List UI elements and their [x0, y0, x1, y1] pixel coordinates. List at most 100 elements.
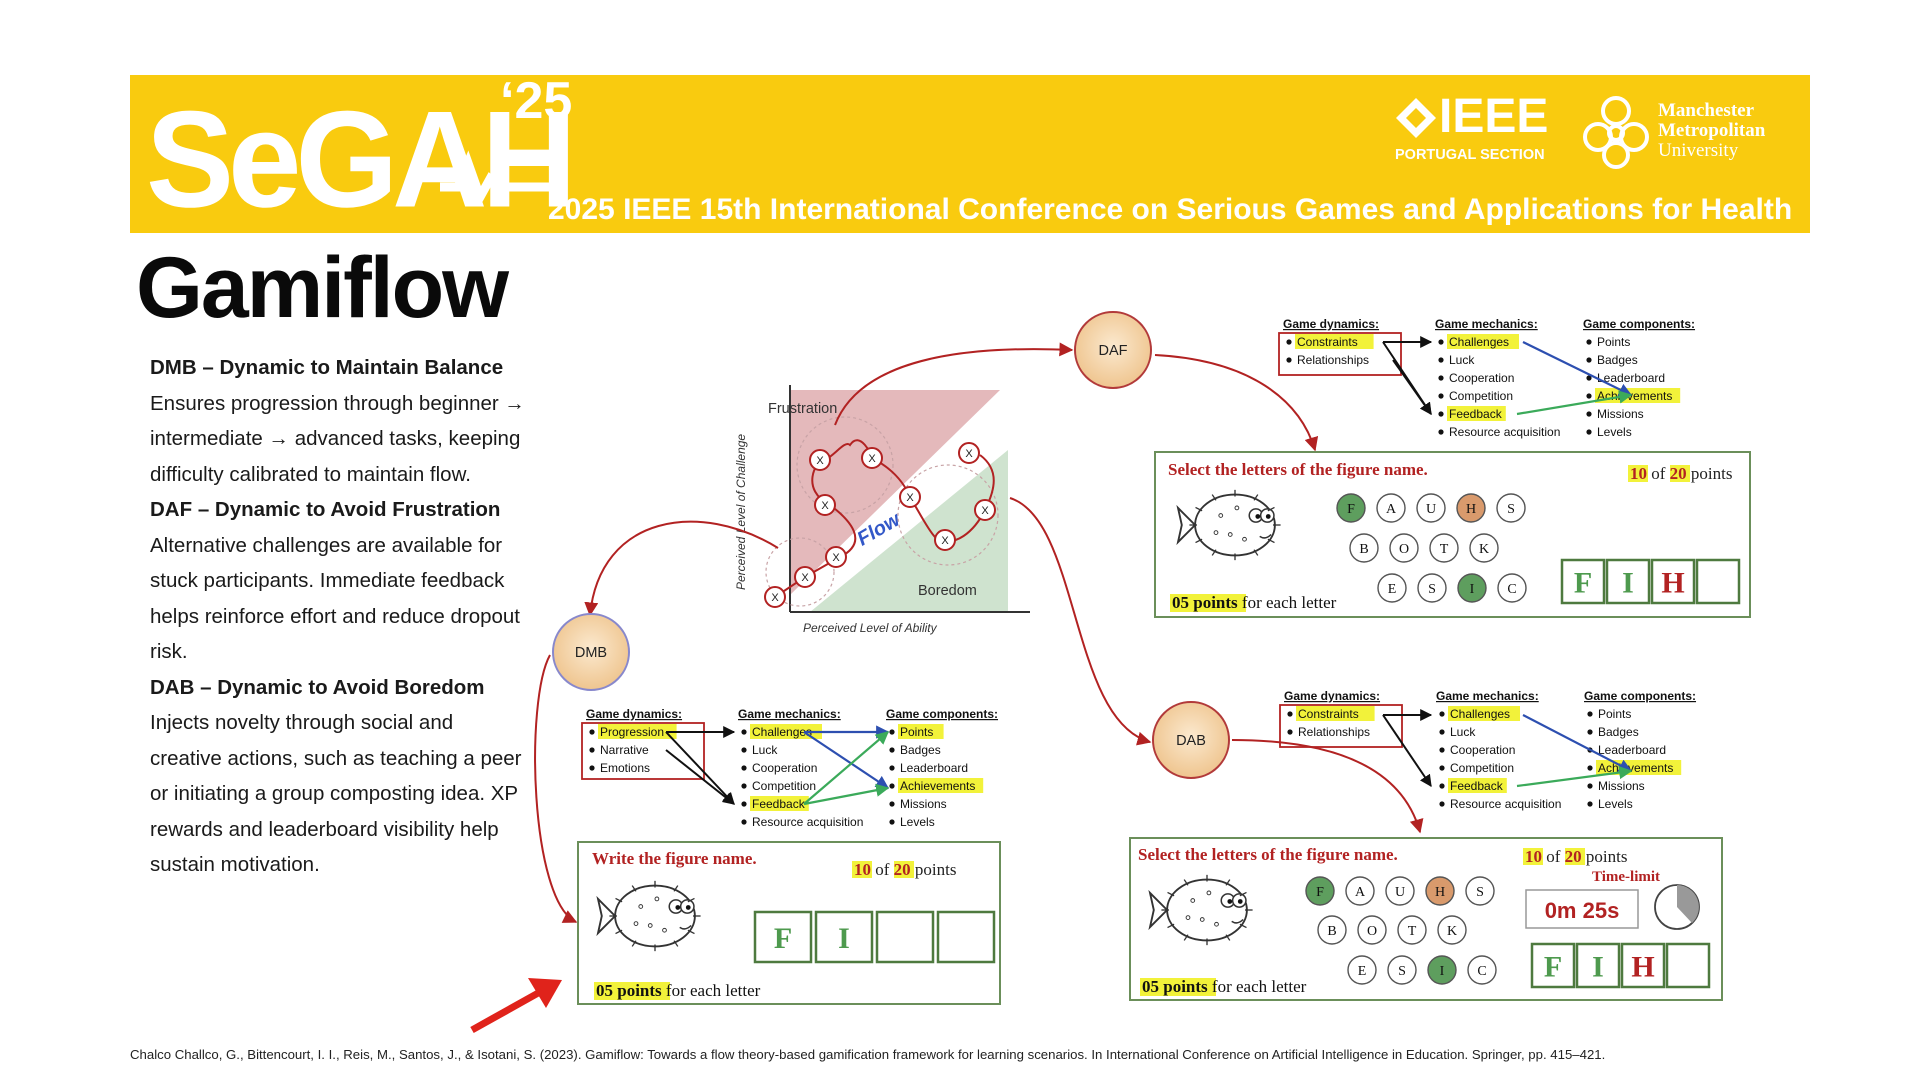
letter-option[interactable]: S — [1417, 573, 1447, 603]
answer-slot[interactable]: F — [753, 910, 813, 964]
svg-text:05 points for each letter: 05 points for each letter — [1172, 593, 1337, 612]
dmb-node: DMB — [552, 613, 630, 691]
letter-option[interactable]: A — [1345, 876, 1375, 906]
answer-slot[interactable]: I — [1605, 558, 1651, 605]
letter-option[interactable]: S — [1496, 493, 1526, 523]
svg-text:F: F — [774, 922, 792, 955]
dmb-node-label: DMB — [575, 645, 607, 661]
dynamics-item: Narrative — [600, 743, 649, 757]
svg-text:A: A — [1386, 502, 1397, 517]
answer-slot[interactable]: H — [1650, 558, 1696, 605]
answer-slot[interactable]: I — [814, 910, 874, 964]
letter-option[interactable]: F — [1305, 876, 1335, 906]
svg-text:O: O — [1367, 924, 1377, 939]
card-prompt: Select the letters of the figure name. — [1168, 460, 1428, 479]
letter-option[interactable]: U — [1416, 493, 1446, 523]
dmb-heading: DMB – Dynamic to Maintain Balance — [150, 356, 504, 379]
flow-x-marker: X — [958, 442, 980, 464]
letter-option[interactable]: K — [1469, 533, 1499, 563]
conference-banner: SeGAH ‘25 2025 IEEE 15th International C… — [130, 75, 1810, 233]
dynamics-header: Game dynamics: — [586, 707, 682, 721]
letter-option[interactable]: A — [1376, 493, 1406, 523]
answer-slot[interactable] — [1695, 558, 1741, 605]
letter-option[interactable]: I — [1457, 573, 1487, 603]
letter-option[interactable]: H — [1425, 876, 1455, 906]
mechanics-item: Challenges — [752, 725, 812, 739]
dynamics-header: Game dynamics: — [1284, 689, 1380, 703]
svg-text:F: F — [1316, 885, 1324, 900]
mechanics-item: Cooperation — [752, 761, 817, 775]
arrow-daf-to-card — [1154, 354, 1319, 452]
dynamics-item: Progression — [600, 725, 664, 739]
mechanics-item: Feedback — [752, 797, 806, 811]
svg-text:K: K — [1447, 924, 1457, 939]
letter-option[interactable]: H — [1456, 493, 1486, 523]
svg-text:A: A — [1355, 885, 1366, 900]
daf-body: Alternative challenges are available for… — [150, 533, 521, 664]
svg-text:H: H — [1631, 951, 1654, 984]
ieee-logo: IEEE PORTUGAL SECTION — [1395, 93, 1548, 164]
letter-option[interactable]: T — [1397, 915, 1427, 945]
svg-text:X: X — [771, 592, 779, 604]
answer-slot[interactable] — [1665, 942, 1711, 989]
flow-x-marker: X — [825, 546, 847, 568]
answer-slot[interactable]: F — [1560, 558, 1606, 605]
letter-option[interactable]: S — [1387, 955, 1417, 985]
framework-arrows — [665, 725, 890, 806]
svg-text:U: U — [1426, 502, 1436, 517]
arrow-dmb-to-card — [534, 654, 578, 923]
framework-arrows — [1382, 709, 1633, 788]
components-item: Levels — [1598, 797, 1633, 811]
components-item: Points — [900, 725, 933, 739]
components-item: Points — [1597, 335, 1630, 349]
answer-slot[interactable]: H — [1620, 942, 1666, 989]
letter-option[interactable]: O — [1357, 915, 1387, 945]
y-axis-label: Perceived Level of Challenge — [734, 434, 748, 590]
answer-slot[interactable] — [936, 910, 996, 964]
mechanics-header: Game mechanics: — [1436, 689, 1539, 703]
mmu-line-3: University — [1658, 140, 1739, 161]
svg-text:E: E — [1388, 582, 1397, 597]
components-item: Badges — [1597, 353, 1638, 367]
letter-option[interactable]: O — [1389, 533, 1419, 563]
dmb-card: Write the figure name.10 of 20 points05 … — [577, 841, 1001, 1005]
letter-option[interactable]: K — [1437, 915, 1467, 945]
dab-node: DAB — [1152, 701, 1230, 779]
mechanics-item: Challenges — [1450, 707, 1510, 721]
dab-card: Select the letters of the figure name.10… — [1129, 837, 1723, 1001]
svg-text:T: T — [1440, 542, 1449, 557]
ieee-diamond-icon — [1396, 98, 1436, 138]
mechanics-item: Competition — [1450, 761, 1514, 775]
frustration-zone — [790, 390, 1000, 595]
svg-text:S: S — [1398, 964, 1406, 979]
components-item: Levels — [1597, 425, 1632, 439]
heartbeat-line-icon — [440, 150, 555, 205]
answer-slot[interactable] — [875, 910, 935, 964]
arrow-flow-to-dmb — [584, 520, 779, 617]
letter-option[interactable]: F — [1336, 493, 1366, 523]
boredom-zone — [810, 450, 1008, 612]
mechanics-item: Feedback — [1450, 779, 1504, 793]
dynamics-item: Constraints — [1297, 335, 1358, 349]
letter-option[interactable]: S — [1465, 876, 1495, 906]
svg-text:E: E — [1358, 964, 1367, 979]
answer-slot[interactable]: I — [1575, 942, 1621, 989]
letter-option[interactable]: B — [1349, 533, 1379, 563]
letter-option[interactable]: E — [1347, 955, 1377, 985]
flow-x-marker: X — [974, 499, 996, 521]
letter-option[interactable]: E — [1377, 573, 1407, 603]
svg-text:F: F — [1544, 951, 1562, 984]
svg-text:S: S — [1476, 885, 1484, 900]
letter-option[interactable]: U — [1385, 876, 1415, 906]
svg-text:C: C — [1507, 582, 1516, 597]
letter-option[interactable]: C — [1497, 573, 1527, 603]
letter-option[interactable]: T — [1429, 533, 1459, 563]
letter-option[interactable]: C — [1467, 955, 1497, 985]
answer-slot[interactable]: F — [1530, 942, 1576, 989]
letter-option[interactable]: I — [1427, 955, 1457, 985]
letter-option[interactable]: B — [1317, 915, 1347, 945]
mechanics-header: Game mechanics: — [1435, 317, 1538, 331]
components-item: Levels — [900, 815, 935, 829]
flow-label: Flow — [854, 508, 906, 551]
arrow-flow-to-dab — [1009, 497, 1152, 746]
